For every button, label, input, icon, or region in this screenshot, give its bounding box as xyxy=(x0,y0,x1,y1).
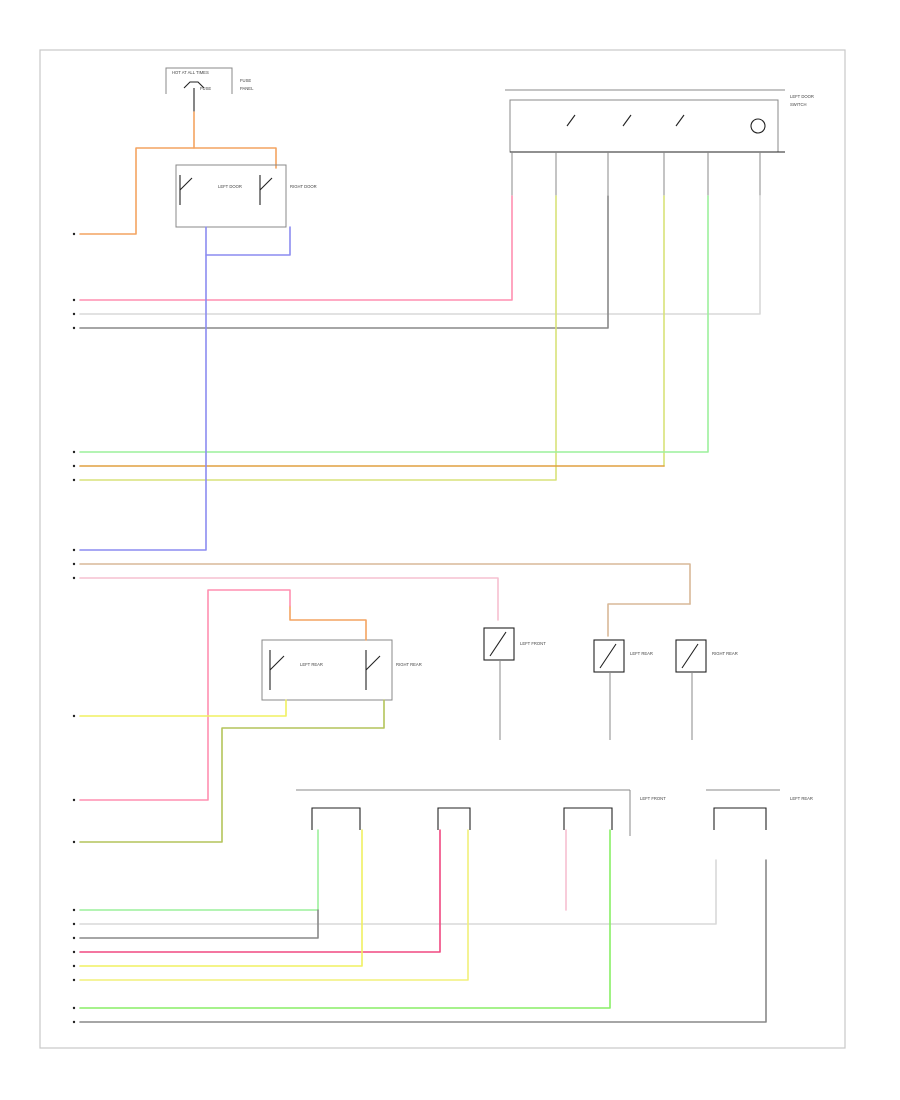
wire-lime-bottom xyxy=(79,829,611,1009)
diagram-frame xyxy=(39,49,846,1049)
mid-switch-label-2: RIGHT REAR xyxy=(396,662,422,667)
wire-gray-bottom-1 xyxy=(79,859,717,925)
relay-block-label-2: SWITCH xyxy=(790,102,807,107)
wire-blue-switch-link xyxy=(205,226,291,256)
wire-blue-main xyxy=(79,254,207,551)
left-terminals xyxy=(72,232,76,1024)
wire-black-bottom xyxy=(79,909,319,939)
actuator-group: LEFT FRONT LEFT REAR RIGHT REAR xyxy=(483,627,738,740)
switch-left-label: LEFT DOOR xyxy=(218,184,242,189)
wire-white-1 xyxy=(79,195,761,315)
wire-yellow-mid xyxy=(79,699,287,717)
fuse-label-2: FUSE xyxy=(200,86,211,91)
relay-block-top-right: LEFT DOOR SWITCH xyxy=(505,89,814,153)
relay-pins xyxy=(511,152,761,196)
wire-orange-mid xyxy=(289,605,367,641)
wire-tan xyxy=(79,563,691,605)
bottom-block-label-2: LEFT REAR xyxy=(790,796,813,801)
wire-black-1 xyxy=(79,195,609,329)
actuator-label-2: LEFT REAR xyxy=(630,651,653,656)
fuse-label-4: PANEL xyxy=(240,86,254,91)
relay-block-label: LEFT DOOR xyxy=(790,94,814,99)
switch-right-label: RIGHT DOOR xyxy=(290,184,317,189)
wire-yellow-bottom-2 xyxy=(79,829,469,981)
bottom-switch-block: LEFT FRONT LEFT REAR xyxy=(296,789,813,836)
wire-olive-mid xyxy=(79,699,385,843)
fuse-label-3: FUSE xyxy=(240,78,251,83)
wire-pink-mid xyxy=(79,589,291,801)
wire-tan-branch xyxy=(607,603,691,637)
door-switch-pair-left: LEFT DOOR RIGHT DOOR xyxy=(175,164,317,228)
wire-yellow-bottom-1 xyxy=(79,829,363,967)
door-lock-switch-middle: LEFT REAR RIGHT REAR xyxy=(261,639,422,701)
fuse-label-1: HOT AT ALL TIMES xyxy=(172,70,209,75)
wire-yellowgreen-1 xyxy=(79,195,557,481)
fuse-box-top-left: HOT AT ALL TIMES FUSE FUSE PANEL xyxy=(165,67,254,112)
wire-orange-feed xyxy=(79,111,195,235)
mid-switch-label-1: LEFT REAR xyxy=(300,662,323,667)
bottom-block-label-1: LEFT FRONT xyxy=(640,796,666,801)
actuator-label-1: LEFT FRONT xyxy=(520,641,546,646)
wire-lightpink-top xyxy=(79,577,499,621)
wire-orange-branch xyxy=(193,147,277,169)
actuator-label-3: RIGHT REAR xyxy=(712,651,738,656)
wire-gray-bottom-2 xyxy=(79,859,767,1023)
wire-redpink-bottom xyxy=(79,829,441,953)
wire-green-1 xyxy=(79,195,709,453)
wire-pink-1 xyxy=(79,195,513,301)
